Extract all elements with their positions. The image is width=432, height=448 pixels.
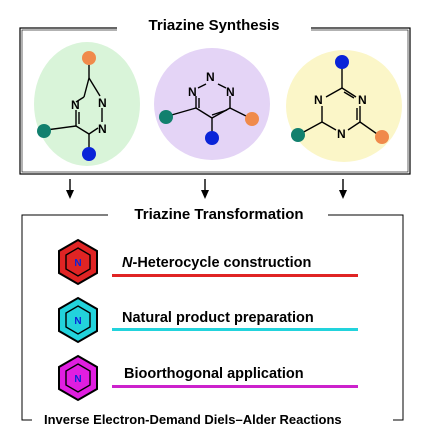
- orange-substituent: [375, 130, 389, 144]
- atom-n: N: [206, 70, 215, 84]
- blue-substituent: [335, 55, 349, 69]
- molecule-bg: [286, 50, 402, 162]
- footer-caption: Inverse Electron-Demand Diels–Alder Reac…: [44, 412, 342, 427]
- blue-substituent: [205, 131, 219, 145]
- synthesis-title: Triazine Synthesis: [117, 17, 311, 34]
- atom-n: N: [74, 374, 81, 385]
- molecule-124-triazine: N N N: [34, 42, 140, 166]
- atom-n: N: [226, 85, 235, 99]
- molecule-123-triazine: N N N: [154, 48, 270, 160]
- atom-n: N: [188, 85, 197, 99]
- teal-substituent: [37, 124, 51, 138]
- transformation-title: Triazine Transformation: [110, 206, 328, 223]
- molecule-bg: [154, 48, 270, 160]
- orange-substituent: [245, 112, 259, 126]
- application-label-1: N-Heterocycle construction: [122, 255, 312, 271]
- underline-magenta: [112, 385, 358, 388]
- atom-n: N: [98, 96, 107, 110]
- molecule-135-triazine: N N N: [286, 50, 402, 162]
- hexagon-icon-red: N: [58, 238, 98, 286]
- molecule-bg: [34, 42, 140, 166]
- orange-substituent: [82, 51, 96, 65]
- underline-cyan: [112, 328, 358, 331]
- underline-red: [112, 274, 358, 277]
- blue-substituent: [82, 147, 96, 161]
- teal-substituent: [291, 128, 305, 142]
- application-label-3: Bioorthogonal application: [124, 366, 304, 382]
- italic-prefix: N: [122, 255, 133, 271]
- arrow-down-2: [201, 179, 209, 199]
- arrow-down-1: [66, 179, 74, 199]
- atom-n: N: [74, 316, 81, 327]
- application-label-2: Natural product preparation: [122, 310, 314, 326]
- arrow-down-3: [339, 179, 347, 199]
- hexagon-icon-cyan: N: [58, 296, 98, 344]
- teal-substituent: [159, 110, 173, 124]
- atom-n: N: [314, 93, 323, 107]
- atom-n: N: [98, 122, 107, 136]
- atom-n: N: [71, 98, 80, 112]
- atom-n: N: [337, 127, 346, 141]
- hexagon-icon-magenta: N: [58, 354, 98, 402]
- atom-n: N: [358, 93, 367, 107]
- transformation-frame: [21, 214, 404, 421]
- atom-n: N: [74, 258, 81, 269]
